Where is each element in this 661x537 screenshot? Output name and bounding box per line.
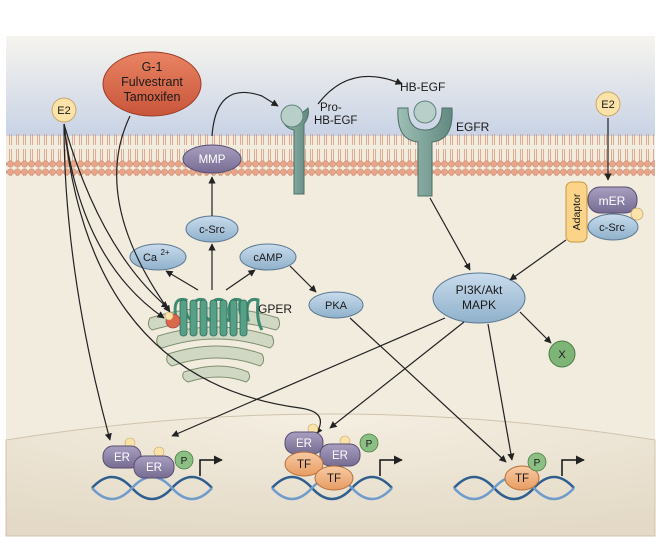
- plasma-membrane: [6, 134, 655, 176]
- inhibitor-label-3: Tamoxifen: [124, 90, 181, 104]
- nuc2-er-node-2: [319, 443, 361, 467]
- e2-left-node: [51, 97, 77, 123]
- nuc1-p-node: [174, 450, 194, 470]
- inhibitor-label-2: Fulvestrant: [121, 75, 183, 89]
- pi3k-label: PI3K/Akt: [456, 283, 503, 297]
- nuc2-tf-label-1: TF: [297, 459, 311, 471]
- hb-egf-label: HB-EGF: [400, 80, 445, 94]
- pathway-arrows: [63, 75, 612, 463]
- transcription-start-arrows: [199, 455, 585, 476]
- nuc2-p-node: [359, 433, 379, 453]
- nuc1-er-label-1: ER: [114, 452, 130, 464]
- c-src-membrane-label: c-Src: [599, 222, 625, 234]
- c-src-membrane-node: [587, 213, 639, 241]
- pro-hb-egf-label-1: Pro-: [320, 102, 342, 114]
- pka-node: [308, 291, 364, 319]
- gper-label: GPER: [258, 302, 292, 316]
- mer-node: [587, 186, 638, 214]
- pi3k-mapk-node: [432, 272, 526, 324]
- calcium-node: [129, 243, 187, 271]
- inhibitor-label-1: G-1: [142, 60, 163, 74]
- nuc1-er-node-2: [133, 455, 175, 479]
- e2-right-label: E2: [601, 99, 614, 111]
- mmp-label: MMP: [199, 154, 226, 166]
- gper-receptor: [179, 299, 248, 337]
- nuc2-tf-node-1: [284, 451, 324, 477]
- egfr-receptor: [397, 100, 453, 197]
- nuc1-p-label: P: [181, 456, 188, 467]
- gper-e2-dot: [164, 311, 174, 321]
- nuc3-tf-label: TF: [515, 473, 529, 485]
- nuc3-tf-node: [504, 465, 540, 491]
- mapk-label: MAPK: [462, 298, 496, 312]
- e2-right-node: [595, 91, 621, 117]
- mer-label: mER: [599, 194, 626, 208]
- e2-left-label: E2: [57, 105, 70, 117]
- pro-hb-egf: [280, 104, 309, 195]
- egfr-label: EGFR: [456, 120, 490, 134]
- pka-label: PKA: [325, 300, 348, 312]
- nuc1-er-label-2: ER: [146, 462, 162, 474]
- adaptor-node: [565, 181, 588, 243]
- camp-node: [239, 243, 297, 271]
- nuc2-er-label-1: ER: [296, 438, 312, 450]
- adaptor-label: Adaptor: [571, 193, 583, 230]
- c-src-label: c-Src: [199, 224, 225, 236]
- nuc2-p-label: P: [366, 439, 373, 450]
- calcium-superscript: 2+: [160, 248, 169, 257]
- pro-hb-egf-label-2: HB-EGF: [314, 115, 357, 127]
- inhibitor-node: [102, 51, 202, 117]
- mmp-node: [182, 144, 242, 174]
- nuc3-p-node: [527, 452, 547, 472]
- nuc3-p-label: P: [534, 458, 541, 469]
- x-label: X: [558, 349, 566, 361]
- nuc2-tf-label-2: TF: [327, 473, 341, 485]
- x-node: [548, 340, 576, 368]
- nuc2-tf-node-2: [314, 465, 354, 491]
- mer-e2-dot: [630, 207, 644, 221]
- calcium-label: Ca: [143, 252, 158, 264]
- nuc2-er-label-2: ER: [332, 450, 348, 462]
- camp-label: cAMP: [253, 252, 282, 264]
